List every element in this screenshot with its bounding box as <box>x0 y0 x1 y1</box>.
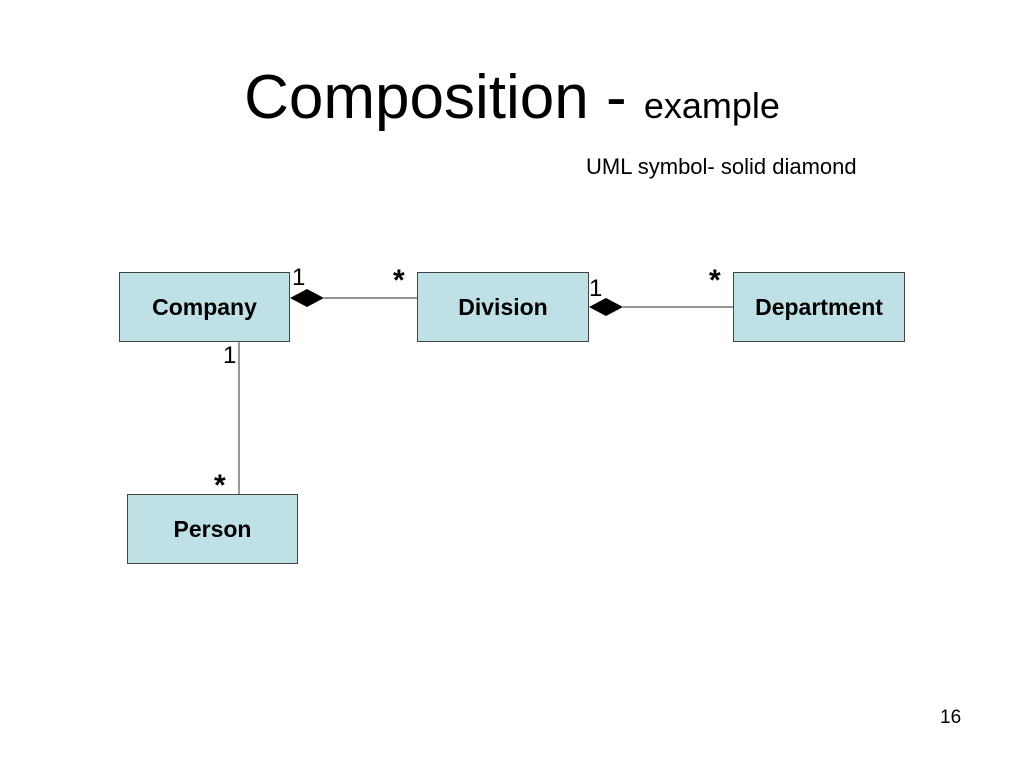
page-number: 16 <box>940 707 962 728</box>
multiplicity-company-person-whole: 1 <box>223 342 237 369</box>
class-department: Department <box>733 272 905 342</box>
uml-symbol-note: UML symbol- solid diamond <box>586 154 857 179</box>
company-division-diamond-icon <box>290 289 324 307</box>
multiplicity-company-division-part: * <box>393 264 405 297</box>
title-sub: example <box>643 85 780 126</box>
multiplicity-division-department-part: * <box>709 264 721 297</box>
multiplicity-company-division-whole: 1 <box>292 264 306 291</box>
multiplicity-division-department-whole: 1 <box>589 275 603 302</box>
slide-title: Composition - example <box>0 60 1024 152</box>
class-company: Company <box>119 272 290 342</box>
division-department-diamond-icon <box>589 298 623 316</box>
title-main: Composition - <box>244 63 644 132</box>
multiplicity-company-person-part: * <box>214 469 226 502</box>
class-person: Person <box>127 494 298 564</box>
class-division: Division <box>417 272 589 342</box>
